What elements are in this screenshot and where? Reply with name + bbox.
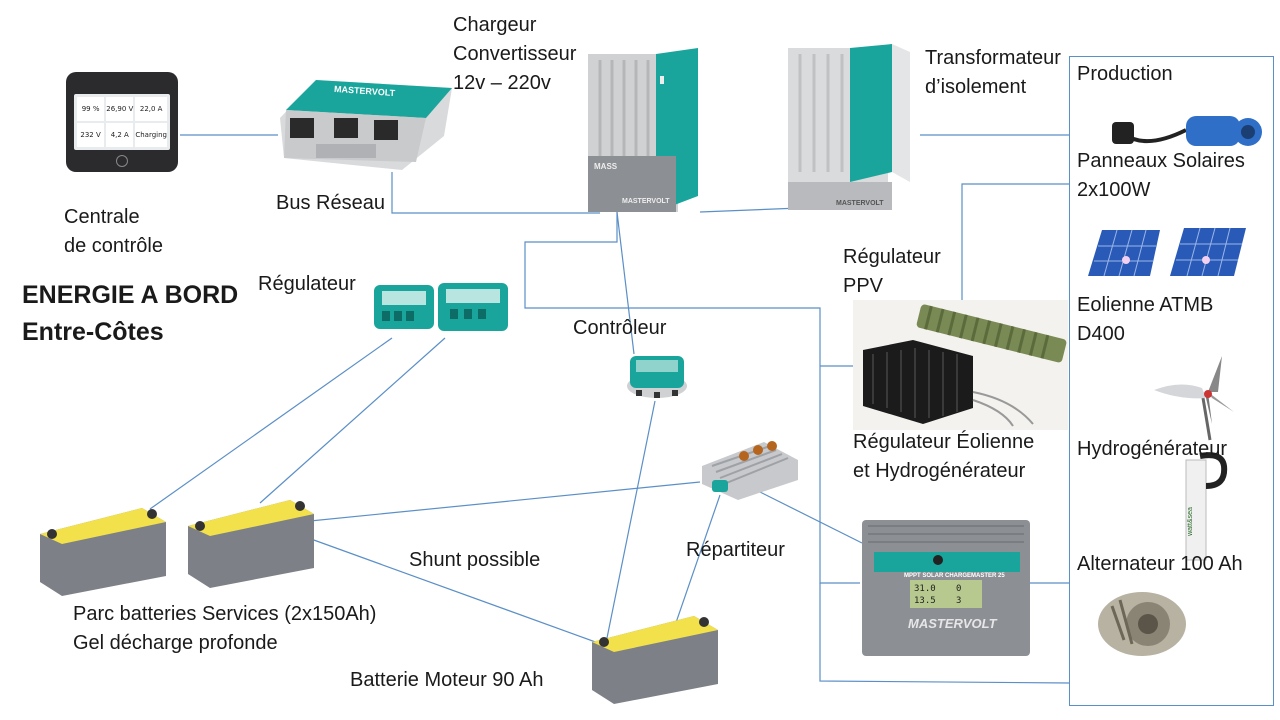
display-value: 26,90 V [106,97,134,121]
wire-ppv-production [961,183,1070,300]
display-value: Charging [135,123,167,147]
label-transformateur: Transformateur d’isolement [925,47,1061,98]
service-battery-2 [186,498,316,590]
label-regulateur-ppv: Régulateur PPV [843,246,941,297]
mppt-charger-device: MPPT SOLAR CHARGEMASTER 25 31.0 0 13.5 3… [860,518,1032,658]
wire-chargeur-controleur [616,211,635,355]
production-box [1069,56,1274,706]
display-value: 4,2 A [106,123,134,147]
controller-device [624,346,690,402]
label-controleur: Contrôleur [573,317,667,339]
wire-reg-batt2 [259,337,446,504]
mppt-lcd-2: 0 [956,584,962,594]
wire-repartiteur-moteur [669,494,721,641]
label-regulateur-eolienne: Régulateur Éolienne et Hydrogénérateur [853,431,1035,482]
transfo-maker: MASTERVOLT [836,200,884,207]
charger-inverter-device: MASS MASTERVOLT [586,46,702,216]
label-bus: Bus Réseau [276,192,385,214]
label-hydro: Hydrogénérateur [1077,438,1228,460]
solar-panels-icon [1084,226,1250,280]
regulator-device [372,277,512,337]
engine-battery [590,614,720,706]
splitter-device [698,436,802,502]
display-value: 22,0 A [135,97,167,121]
wire-to-alternateur [819,583,1070,684]
label-shunt: Shunt possible [409,549,541,571]
label-alternateur: Alternateur 100 Ah [1077,553,1243,575]
display-value: 232 V [77,123,105,147]
shore-power-plug-icon [1106,110,1266,154]
label-regulateur: Régulateur [258,273,356,295]
wire-chargeur-regulateur-eol [524,284,821,366]
wire-batt-moteur [299,534,602,645]
label-parc-batteries: Parc batteries Services (2x150Ah) Gel dé… [73,603,377,654]
wire-bus-chargeur [391,172,600,214]
page-subtitle: Entre-Côtes [22,318,164,346]
mppt-lcd-1: 31.0 [914,584,936,594]
charger-brand: MASS [594,162,618,171]
label-eolienne: Eolienne ATMB D400 [1077,294,1214,345]
wire-reg-batt1 [149,337,393,510]
hydrogenerator-device: watt&sea [1182,446,1228,566]
wind-turbine-icon [1150,352,1236,442]
page-title: ENERGIE A BORD [22,281,239,309]
wire-chargeur-regulateur [524,212,618,284]
label-production: Production [1077,63,1173,85]
display-value: 99 % [77,97,105,121]
power-button-icon [116,155,128,167]
hydro-brand: watt&sea [1186,507,1194,536]
wire-batt-repartiteur [299,481,701,523]
mppt-title: MPPT SOLAR CHARGEMASTER 25 [904,573,1005,579]
charger-maker: MASTERVOLT [622,198,670,205]
mppt-brand: MASTERVOLT [908,616,997,631]
wire-chargeur-transfo [699,207,801,213]
wind-hydro-regulator-device [853,300,1068,430]
mppt-lcd-3: 13.5 [914,596,936,606]
network-bus-device: MASTERVOLT [276,66,456,174]
label-repartiteur: Répartiteur [686,539,785,561]
alternator-device [1092,580,1194,662]
isolation-transformer-device: MASTERVOLT [786,42,918,214]
wire-controleur-moteur [606,400,656,639]
service-battery-1 [38,506,168,598]
label-panneaux: Panneaux Solaires 2x100W [1077,150,1245,201]
wire-repartiteur-mppt [759,491,863,544]
control-panel-device: 99 % 26,90 V 22,0 A 232 V 4,2 A Charging [66,72,178,172]
mppt-lcd-4: 3 [956,596,962,606]
label-batterie-moteur: Batterie Moteur 90 Ah [350,669,544,691]
label-centrale: Centrale de contrôle [64,206,163,257]
label-chargeur: Chargeur Convertisseur 12v – 220v [453,14,577,94]
